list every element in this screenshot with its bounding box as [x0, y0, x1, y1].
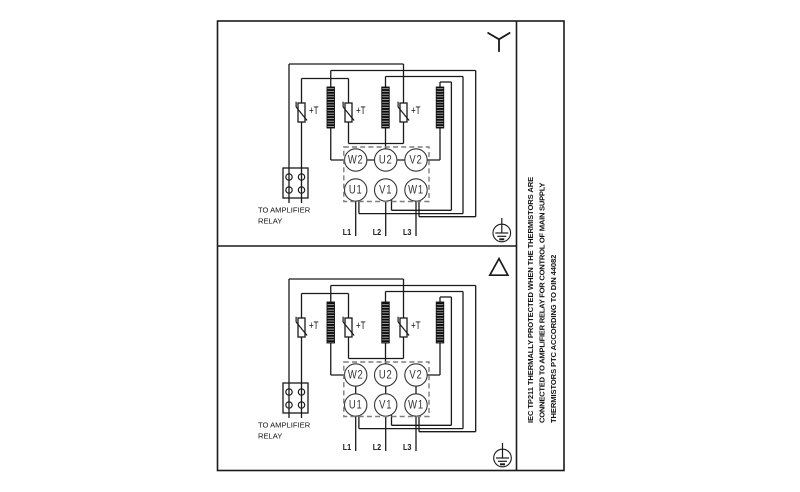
svg-text:U2: U2 — [379, 154, 393, 167]
svg-text:L3: L3 — [403, 443, 412, 453]
svg-text:+T: +T — [309, 105, 319, 118]
svg-text:V1: V1 — [379, 184, 392, 197]
svg-text:W1: W1 — [408, 184, 424, 197]
svg-text:L3: L3 — [403, 228, 412, 238]
svg-text:+T: +T — [411, 320, 421, 333]
svg-text:+T: +T — [411, 105, 421, 118]
svg-text:+T: +T — [309, 320, 319, 333]
svg-text:IEC TP211 THERMALLY PROTECTED: IEC TP211 THERMALLY PROTECTED WHEN THE T… — [526, 177, 535, 423]
svg-text:U1: U1 — [349, 399, 363, 412]
svg-text:U2: U2 — [379, 369, 393, 382]
svg-text:W1: W1 — [408, 399, 424, 412]
svg-text:RELAY: RELAY — [258, 217, 282, 226]
svg-text:+T: +T — [356, 320, 366, 333]
svg-text:L2: L2 — [373, 443, 382, 453]
svg-text:RELAY: RELAY — [258, 432, 282, 441]
svg-text:V2: V2 — [409, 369, 422, 382]
svg-text:THERMISTORS PTC ACCORDING TO D: THERMISTORS PTC ACCORDING TO DIN 44082 — [549, 255, 558, 423]
svg-text:W2: W2 — [348, 369, 364, 382]
svg-text:V2: V2 — [409, 154, 422, 167]
svg-text:TO AMPLIFIER: TO AMPLIFIER — [258, 421, 311, 430]
svg-text:L2: L2 — [373, 228, 382, 238]
svg-text:V1: V1 — [379, 399, 392, 412]
svg-text:CONNECTED TO AMPLIFIER RELAY F: CONNECTED TO AMPLIFIER RELAY FOR CONTROL… — [538, 183, 547, 423]
svg-text:L1: L1 — [343, 228, 352, 238]
svg-text:W2: W2 — [348, 154, 364, 167]
svg-text:L1: L1 — [343, 443, 352, 453]
svg-text:U1: U1 — [349, 184, 363, 197]
svg-text:TO AMPLIFIER: TO AMPLIFIER — [258, 206, 311, 215]
svg-text:+T: +T — [356, 105, 366, 118]
